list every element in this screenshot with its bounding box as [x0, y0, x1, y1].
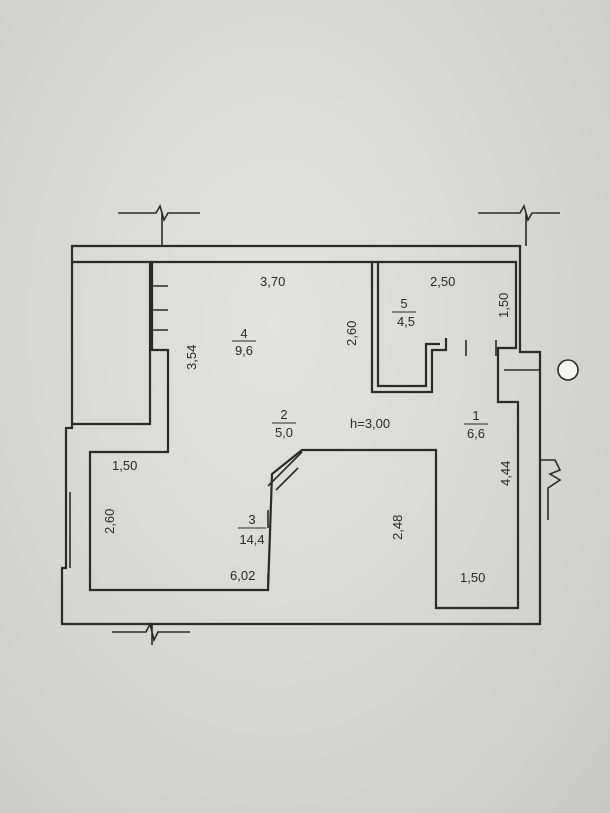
dim-room1-width: 1,50 [460, 570, 485, 585]
room3-number: 3 [248, 512, 255, 527]
outer-wall-outer-line [60, 244, 542, 626]
door-mark-left [150, 285, 168, 331]
room5-number: 5 [400, 296, 407, 311]
dim-room5-width: 2,50 [430, 274, 455, 289]
room2-number: 2 [280, 407, 287, 422]
room4-area: 9,6 [235, 343, 253, 358]
dim-room4-inner: 2,60 [344, 321, 359, 346]
room5-area: 4,5 [397, 314, 415, 329]
room5-wall [370, 262, 448, 394]
dim-room1-depth: 4,44 [498, 461, 513, 486]
balcony-glazing [65, 262, 73, 568]
wall-break-right [540, 459, 562, 520]
room2-area: 5,0 [275, 425, 293, 440]
outer-wall-inner-line [88, 260, 520, 610]
door-swing [267, 451, 303, 491]
wall-break-top-right [478, 203, 560, 246]
north-marker-icon [557, 359, 579, 381]
west-wall [72, 260, 152, 426]
dim-room3-depth: 2,48 [390, 515, 405, 540]
room1-area: 6,6 [467, 426, 485, 441]
dim-room4-width: 3,70 [260, 274, 285, 289]
wall-break-top-left [118, 203, 200, 246]
dim-room4-depth: 3,54 [184, 345, 199, 370]
dim-room3-window: 2,60 [102, 509, 117, 534]
dim-room3-width-top: 1,50 [112, 458, 137, 473]
ceiling-height: h=3,00 [350, 416, 390, 431]
dim-room3-bottom: 6,02 [230, 568, 255, 583]
room1-number: 1 [472, 408, 479, 423]
dim-room5-depth: 1,50 [496, 293, 511, 318]
door-mark-right [465, 340, 540, 371]
room4-number: 4 [240, 326, 247, 341]
room3-area: 14,4 [239, 532, 264, 547]
wall-break-bottom [112, 621, 190, 645]
